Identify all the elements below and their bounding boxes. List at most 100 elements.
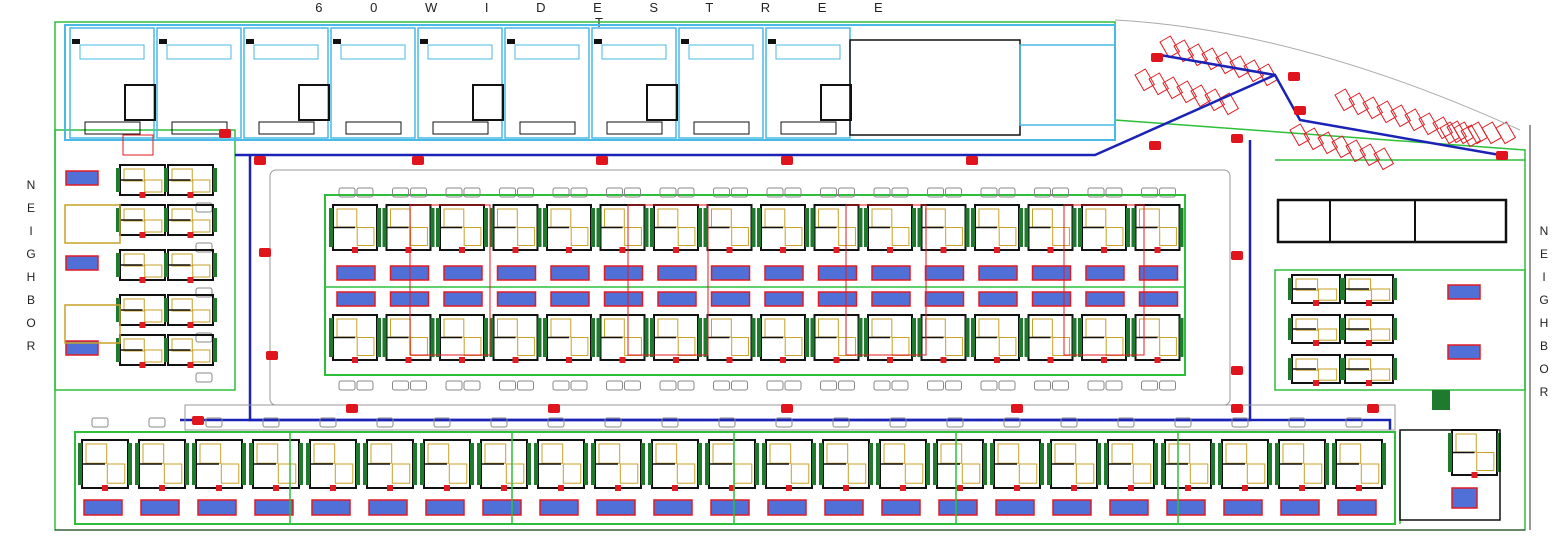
villa-unit — [757, 314, 809, 363]
villa-unit — [1218, 439, 1272, 491]
villa-unit — [1047, 439, 1101, 491]
car-icon — [1034, 187, 1051, 198]
pool — [1166, 499, 1206, 516]
parking-stall — [1303, 127, 1325, 151]
shop-unit — [504, 27, 590, 139]
villa-unit — [382, 204, 435, 253]
pool — [924, 265, 965, 281]
villa-unit — [116, 249, 169, 283]
car-icon — [946, 417, 964, 428]
villa-unit — [164, 249, 217, 283]
villa-cluster-wall — [627, 204, 709, 356]
car-icon — [1087, 187, 1105, 198]
car-icon — [1105, 187, 1123, 198]
car-icon — [1345, 417, 1363, 428]
villa-unit — [164, 294, 217, 328]
car-icon — [1034, 380, 1051, 391]
parking-stall — [1148, 72, 1170, 96]
pool — [871, 265, 911, 281]
villa-unit — [543, 204, 595, 253]
villa-unit — [1448, 429, 1501, 478]
car-icon — [195, 372, 213, 383]
pool — [871, 291, 911, 307]
pool — [653, 499, 693, 516]
parking-stall — [1201, 47, 1223, 71]
car-icon — [945, 187, 962, 198]
villa-unit — [164, 334, 217, 368]
pool — [1280, 499, 1320, 516]
car-icon — [873, 380, 891, 391]
parking-stall — [1229, 55, 1251, 79]
fire-hydrant-icon — [219, 129, 231, 138]
pool — [336, 291, 376, 307]
villa-unit — [596, 314, 649, 363]
car-icon — [873, 187, 891, 198]
villa-unit — [876, 439, 930, 491]
car-icon — [677, 187, 695, 198]
parking-stall — [1460, 124, 1482, 148]
car-icon — [433, 417, 451, 428]
pool — [710, 265, 751, 281]
car-icon — [820, 187, 837, 198]
car-icon — [356, 187, 374, 198]
villa-unit — [135, 439, 189, 491]
car-icon — [713, 380, 730, 391]
pool — [881, 499, 921, 516]
villa-unit — [596, 204, 649, 253]
villa-unit — [306, 439, 360, 491]
villa-cluster-wall — [845, 204, 927, 356]
car-icon — [1052, 380, 1069, 391]
villa-unit — [1288, 354, 1344, 386]
fire-hydrant-icon — [254, 156, 266, 165]
car-icon — [570, 187, 588, 198]
villa-unit — [971, 314, 1023, 363]
villa-unit — [1341, 354, 1397, 386]
pool — [764, 265, 804, 281]
parking-stall — [1257, 63, 1279, 87]
car-icon — [490, 417, 508, 428]
pool — [496, 291, 537, 307]
car-icon — [891, 380, 909, 391]
car-icon — [338, 187, 356, 198]
fire-hydrant-icon — [1149, 141, 1161, 150]
parking-stall — [1317, 131, 1339, 155]
villa-unit — [64, 204, 121, 244]
car-icon — [980, 380, 998, 391]
fire-hydrant-icon — [346, 404, 358, 413]
parking-stall — [1162, 76, 1184, 100]
car-icon — [927, 380, 944, 391]
car-icon — [1060, 417, 1078, 428]
villa-unit — [436, 314, 488, 363]
car-icon — [606, 380, 623, 391]
villa-unit — [164, 164, 217, 198]
villa-unit — [116, 164, 169, 198]
commercial-strip — [64, 24, 1116, 141]
villa-unit — [1131, 204, 1184, 253]
car-icon — [1159, 187, 1176, 198]
car-icon — [376, 417, 394, 428]
pool — [425, 499, 465, 516]
shop-unit — [765, 27, 852, 139]
pool — [1052, 499, 1092, 516]
pool — [336, 265, 376, 281]
car-icon — [713, 187, 730, 198]
pool — [311, 499, 351, 516]
villa-unit — [489, 204, 542, 253]
shop-unit — [417, 27, 504, 139]
car-icon — [445, 380, 463, 391]
car-icon — [552, 380, 570, 391]
pool — [764, 291, 804, 307]
villa-unit — [591, 439, 645, 491]
parking-stall — [1215, 51, 1237, 75]
fire-hydrant-icon — [781, 404, 793, 413]
villa-unit — [1131, 314, 1184, 363]
villa-unit — [382, 314, 435, 363]
car-icon — [766, 187, 784, 198]
fire-hydrant-icon — [1231, 404, 1243, 413]
car-icon — [205, 417, 223, 428]
car-icon — [445, 187, 463, 198]
villa-unit — [1341, 274, 1397, 306]
car-icon — [338, 380, 356, 391]
fire-hydrant-icon — [966, 156, 978, 165]
